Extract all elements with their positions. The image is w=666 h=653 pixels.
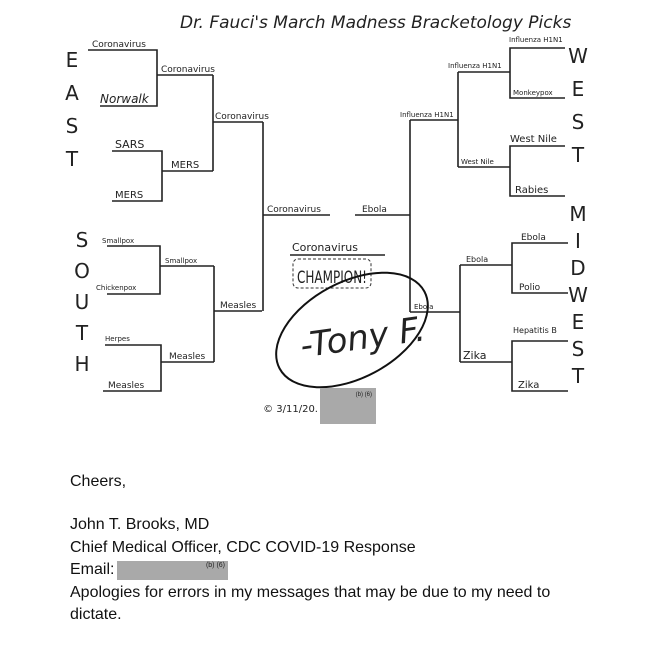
west-r2-1: Influenza H1N1 [448, 62, 502, 70]
bracket-title: Dr. Fauci's March Madness Bracketology P… [180, 13, 571, 33]
email-closing: Cheers, [70, 473, 127, 490]
south-r2-2: Measles [169, 352, 206, 362]
champion-pick: Coronavirus [292, 241, 358, 254]
bracket-lines [88, 47, 568, 392]
midwest-r3: Ebola [414, 303, 433, 311]
bracket-date: © 3/11/20. [263, 404, 318, 415]
east-r1-4: MERS [115, 190, 143, 201]
south-r1-2: Chickenpox [96, 284, 136, 292]
region-midwest-label: MIDWEST [566, 202, 590, 391]
west-r3: Influenza H1N1 [400, 111, 454, 119]
east-r1-1: Coronavirus [92, 40, 146, 50]
midwest-r1-1: Ebola [521, 233, 546, 243]
signature-circle [275, 271, 429, 389]
final-right: Ebola [362, 205, 387, 215]
east-r3: Coronavirus [215, 112, 269, 122]
east-r2-2: MERS [171, 160, 199, 171]
email-redaction: (b) (6) [117, 561, 228, 580]
region-south-label: SOUTH [70, 228, 94, 383]
west-r2-2: West Nile [461, 158, 494, 166]
bracket-redaction-label: (b) (6) [356, 392, 372, 398]
region-east-label: EAST [60, 48, 84, 180]
apology-note: Apologies for errors in my messages that… [70, 584, 551, 623]
midwest-r1-3: Hepatitis B [513, 326, 557, 335]
midwest-r2-2: Zika [463, 349, 487, 362]
email-redaction-label: (b) (6) [205, 562, 225, 569]
region-west-label: WEST [566, 44, 590, 176]
south-r1-1: Smallpox [102, 237, 134, 245]
bracket-drawing: Dr. Fauci's March Madness Bracketology P… [88, 13, 571, 424]
south-r2-1: Smallpox [165, 257, 197, 265]
sender-name: John T. Brooks, MD [70, 516, 210, 533]
sender-title: Chief Medical Officer, CDC COVID-19 Resp… [70, 539, 416, 556]
east-r2-1: Coronavirus [161, 65, 215, 75]
west-r1-1: Influenza H1N1 [509, 36, 563, 44]
champion-label: CHAMPION! [297, 268, 367, 288]
south-r1-3: Herpes [105, 335, 130, 343]
midwest-r1-4: Zika [518, 380, 539, 391]
west-r1-3: West Nile [510, 134, 557, 145]
east-r1-3: SARS [115, 138, 144, 151]
email-label: Email: [70, 561, 115, 578]
east-r1-2: Norwalk [100, 92, 150, 106]
south-r1-4: Measles [108, 381, 145, 391]
west-r1-4: Rabies [515, 185, 548, 196]
bracket-redaction [320, 388, 376, 424]
west-r1-2: Monkeypox [513, 89, 553, 97]
south-r3: Measles [220, 301, 257, 311]
midwest-r1-2: Polio [519, 283, 541, 293]
signature: -Tony F. [298, 309, 428, 366]
final-left: Coronavirus [267, 205, 321, 215]
midwest-r2-1: Ebola [466, 255, 488, 264]
